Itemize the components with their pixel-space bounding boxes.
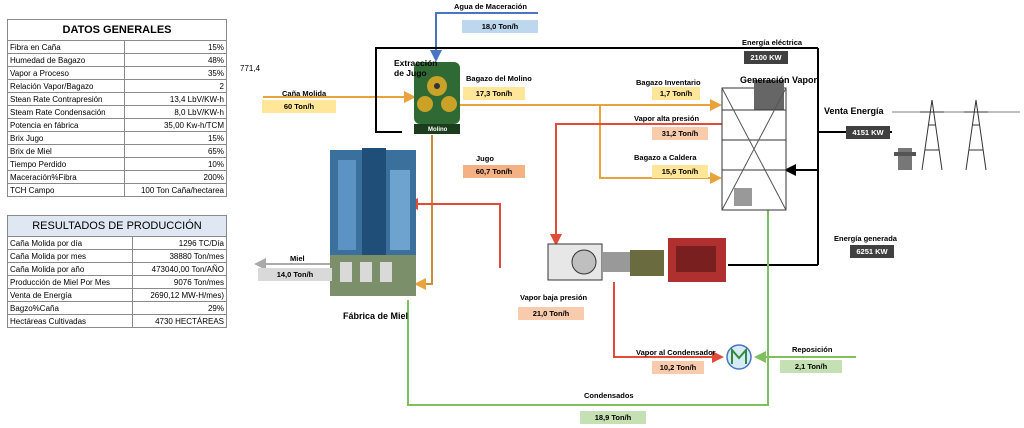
side-value: 771,4 xyxy=(240,64,261,73)
miel-value: 14,0 Ton/h xyxy=(258,268,332,281)
bagazo-molino-label: Bagazo del Molino xyxy=(466,74,532,83)
vapor-alta-value: 31,2 Ton/h xyxy=(652,127,708,140)
condensados-value: 18,9 Ton/h xyxy=(580,411,646,424)
torre-electrica-2 xyxy=(964,99,988,171)
turbina-generador-equipment xyxy=(547,238,726,282)
miel-label: Miel xyxy=(290,254,305,263)
energia-generada-label: Energía generada xyxy=(834,234,897,243)
energia-electrica-value: 2100 KW xyxy=(744,51,788,64)
venta-energia-value: 4151 KW xyxy=(846,126,890,139)
vapor-condensador-value: 10,2 Ton/h xyxy=(652,361,704,374)
reposicion-label: Reposición xyxy=(792,345,833,354)
bagazo-inv-label: Bagazo Inventario xyxy=(636,78,701,87)
agua-line xyxy=(430,12,538,62)
jugo-line xyxy=(414,135,433,290)
vapor-condensador-line xyxy=(613,282,724,363)
condensador-equipment xyxy=(726,344,752,370)
row-value: 4730 HECTÁREAS xyxy=(132,314,227,328)
row-value: 100 Ton Caña/hectarea xyxy=(123,183,228,197)
agua-label: Agua de Maceración xyxy=(454,2,527,11)
jugo-value: 60,7 Ton/h xyxy=(463,165,525,178)
vapor-baja-line xyxy=(406,198,501,268)
condensados-label: Condensados xyxy=(584,391,634,400)
agua-value: 18,0 Ton/h xyxy=(462,20,538,33)
vapor-baja-label: Vapor baja presión xyxy=(520,293,588,302)
transformador-equipment xyxy=(894,148,916,170)
caldera-equipment xyxy=(721,80,787,211)
generacion-vapor-label: Generación Vapor xyxy=(740,75,818,85)
cana-label: Caña Molida xyxy=(282,89,327,98)
molino-label: Molino xyxy=(428,127,448,133)
bagazo-molino-value: 17,3 Ton/h xyxy=(463,87,525,100)
extraccion-label: Extracción de Jugo xyxy=(394,58,438,78)
energia-generada-value: 6251 KW xyxy=(850,245,894,258)
row-label: TCH Campo xyxy=(7,183,125,197)
bagazo-caldera-value: 15,6 Ton/h xyxy=(652,165,708,178)
molino-equipment xyxy=(414,62,460,134)
venta-energia-label: Venta Energía xyxy=(824,106,884,116)
row-label: Hectáreas Cultivadas xyxy=(6,314,134,328)
reposicion-value: 2,1 Ton/h xyxy=(780,360,842,373)
vapor-alta-label: Vapor alta presión xyxy=(634,114,700,123)
condensados-line xyxy=(407,188,774,406)
fabrica-miel-label: Fábrica de Miel xyxy=(343,311,409,321)
vapor-baja-value: 21,0 Ton/h xyxy=(518,307,584,320)
vapor-condensador-label: Vapor al Condensador xyxy=(636,348,716,357)
vapor-alta-line xyxy=(550,123,722,246)
energia-electrica-line xyxy=(375,47,818,133)
energia-electrica-label: Energía eléctrica xyxy=(742,38,803,47)
jugo-label: Jugo xyxy=(476,154,494,163)
bagazo-caldera-line xyxy=(599,105,722,184)
bagazo-inv-value: 1,7 Ton/h xyxy=(652,87,700,100)
torre-electrica-1 xyxy=(920,99,944,171)
fabrica-miel-equipment xyxy=(330,148,416,296)
bagazo-caldera-label: Bagazo a Caldera xyxy=(634,153,697,162)
cana-value: 60 Ton/h xyxy=(262,100,336,113)
production-results-table: RESULTADOS DE PRODUCCIÓN Caña Molida por… xyxy=(6,215,227,328)
